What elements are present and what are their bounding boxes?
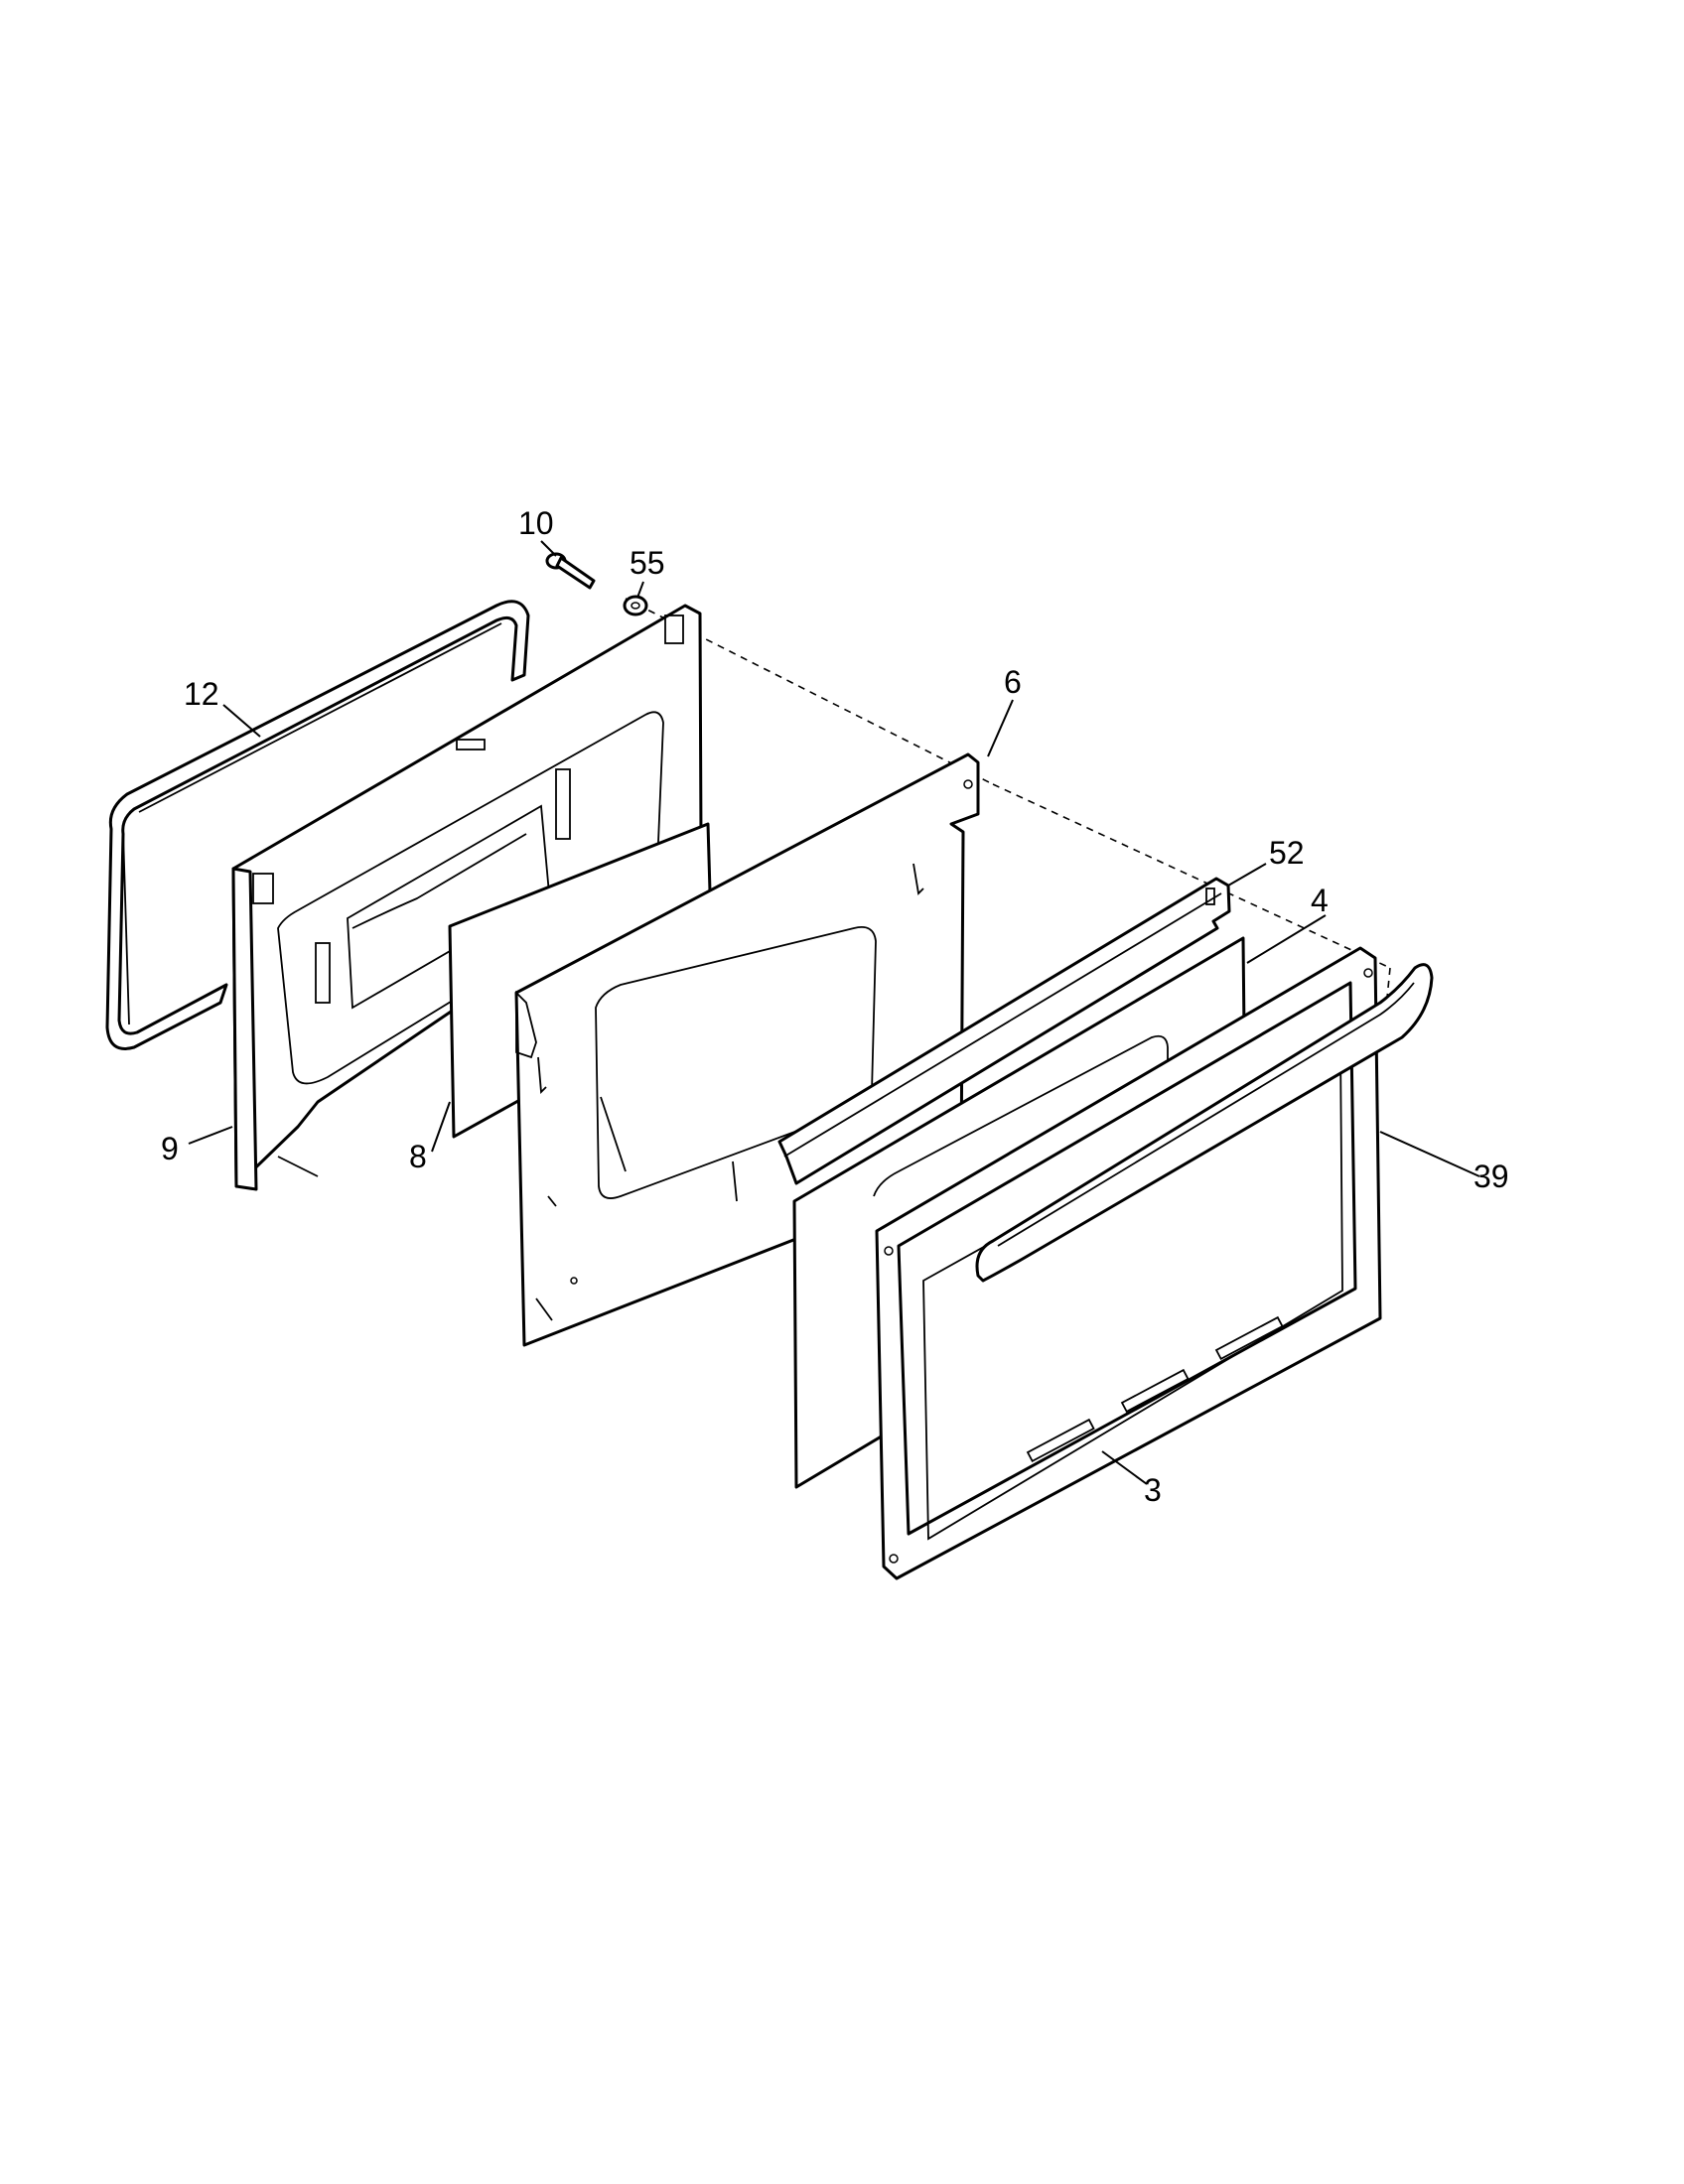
callout-6: 6	[1004, 664, 1022, 700]
callout-55: 55	[630, 545, 665, 581]
screw	[545, 552, 596, 590]
callout-9: 9	[161, 1131, 179, 1166]
callout-4: 4	[1311, 883, 1329, 918]
callout-12: 12	[184, 676, 219, 712]
door-trim-bracket	[777, 877, 1231, 1185]
callout-10: 10	[518, 505, 554, 541]
washer	[623, 595, 648, 616]
callout-8: 8	[409, 1139, 427, 1174]
door-gasket	[105, 600, 530, 1050]
door-handle	[975, 963, 1434, 1283]
callout-3: 3	[1144, 1472, 1162, 1508]
callout-52: 52	[1269, 835, 1305, 871]
callout-39: 39	[1474, 1159, 1509, 1194]
callout-labels: 10 55 12 6 52 4 9 8 39 3	[161, 505, 1509, 1508]
leader-lines	[188, 540, 1480, 1485]
